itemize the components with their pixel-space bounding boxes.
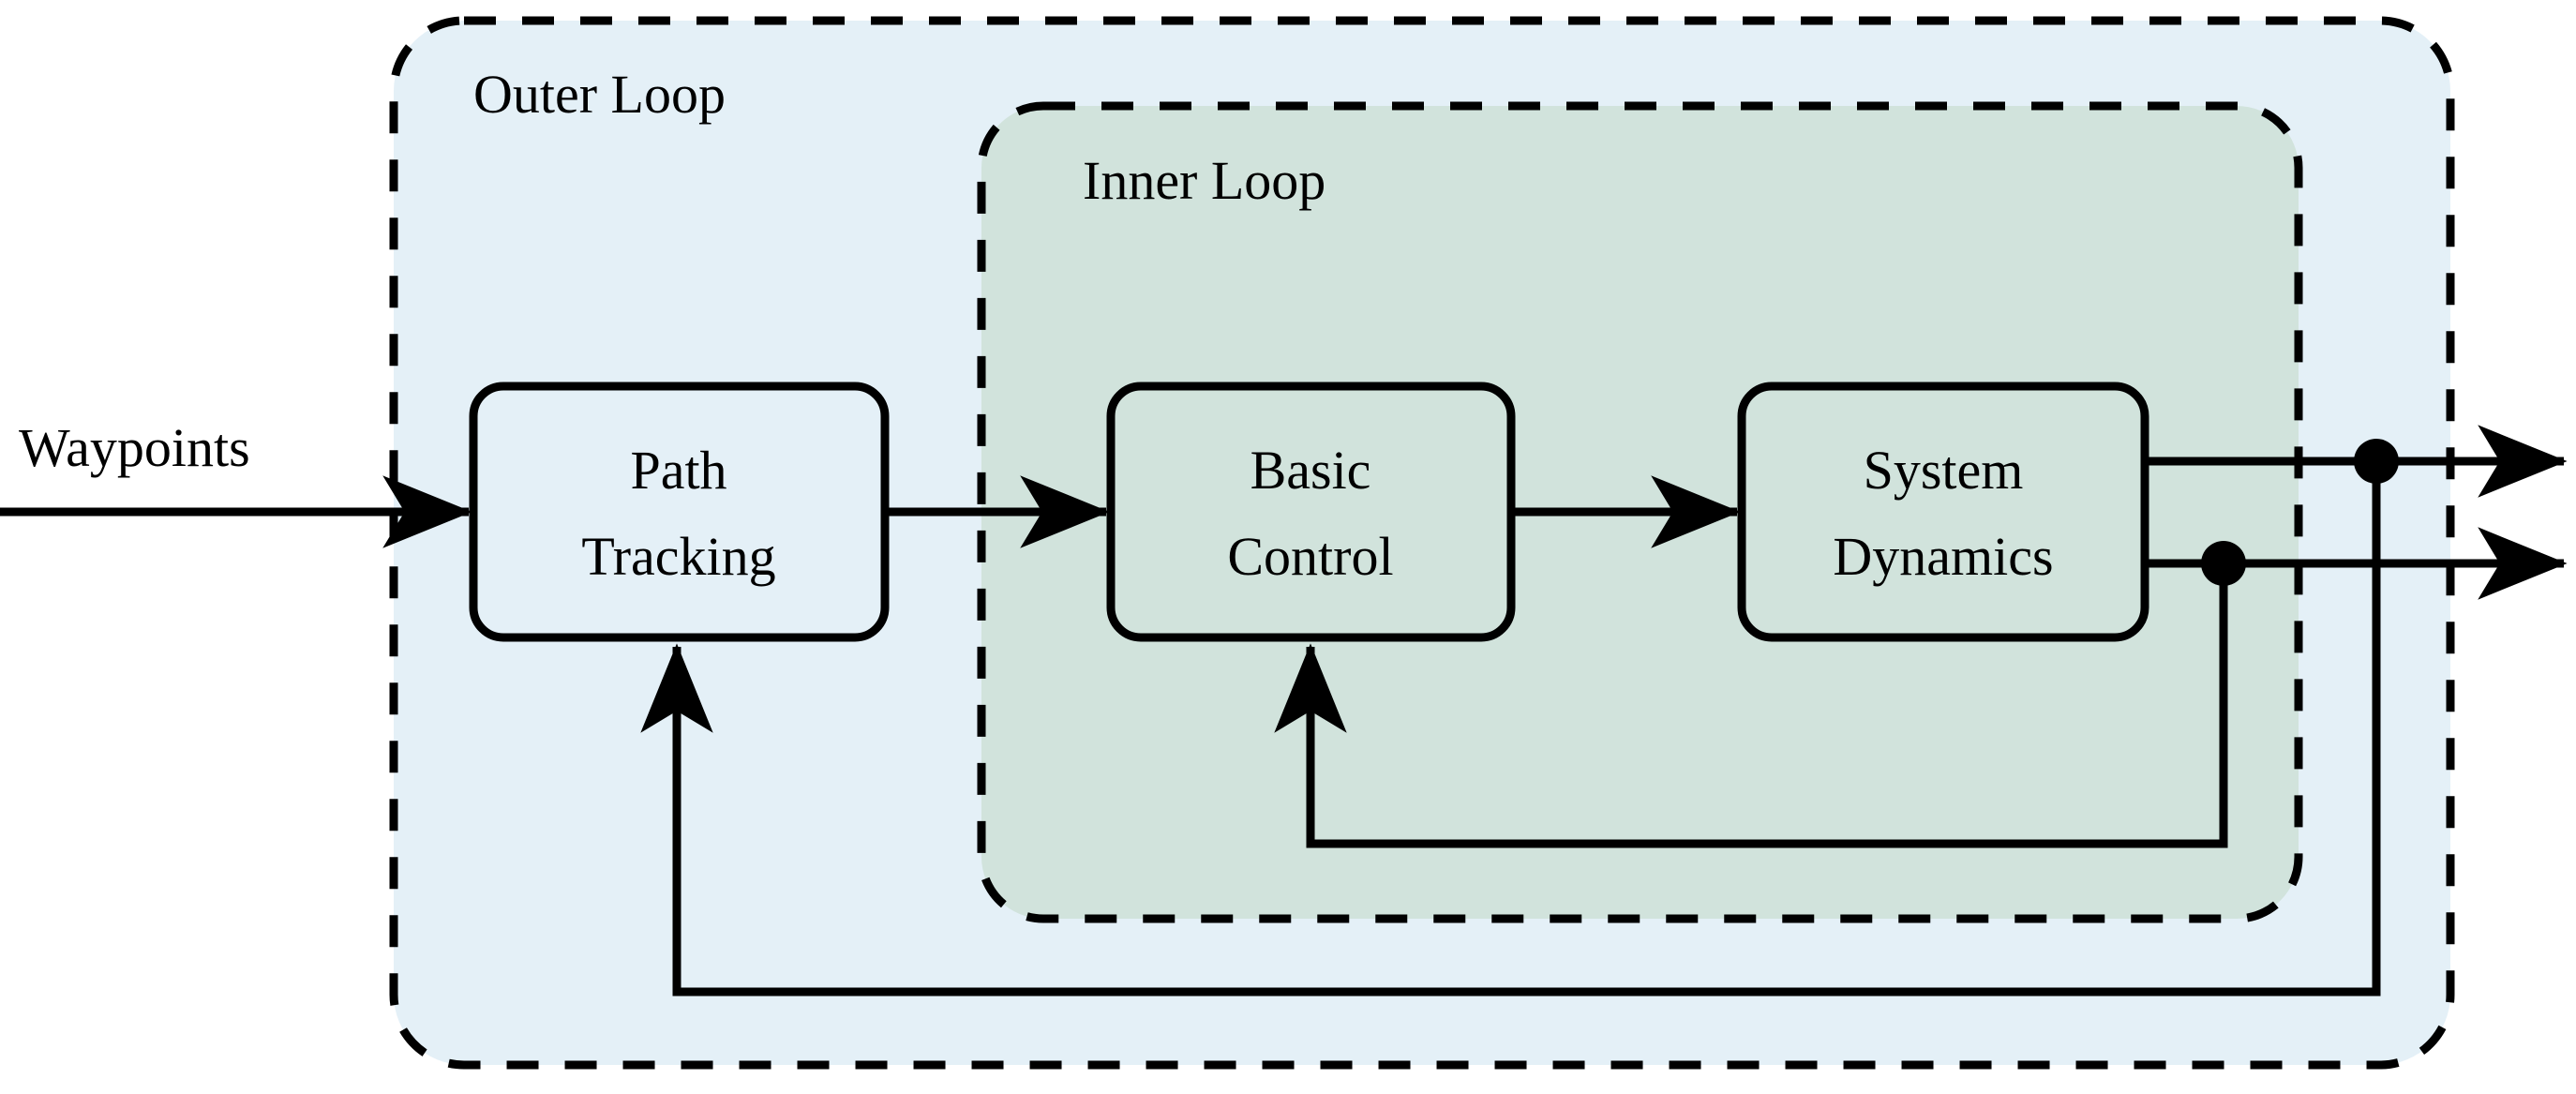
outer-loop-label: Outer Loop [473,64,726,125]
system-dynamics-box[interactable] [1737,382,2149,642]
system-dynamics-label-line2: Dynamics [1833,526,2053,587]
junction-dot-lower-tap [2201,541,2246,586]
block-basic-control[interactable]: Basic Control [1106,382,1516,642]
waypoints-label: Waypoints [19,417,250,478]
path-tracking-box[interactable] [469,382,890,642]
basic-control-box[interactable] [1106,382,1516,642]
block-path-tracking[interactable]: Path Tracking [469,382,890,642]
block-system-dynamics[interactable]: System Dynamics [1737,382,2149,642]
basic-control-label-line1: Basic [1251,440,1371,501]
junction-dot-upper-tap [2354,439,2399,484]
wire-inner-feedback [1274,563,2228,848]
path-tracking-label-line1: Path [630,440,726,501]
basic-control-label-line2: Control [1227,526,1393,587]
path-tracking-label-line2: Tracking [581,526,775,587]
inner-loop-label: Inner Loop [1083,150,1325,211]
wire-outer-feedback [640,461,2381,997]
system-dynamics-label-line1: System [1864,440,2024,501]
